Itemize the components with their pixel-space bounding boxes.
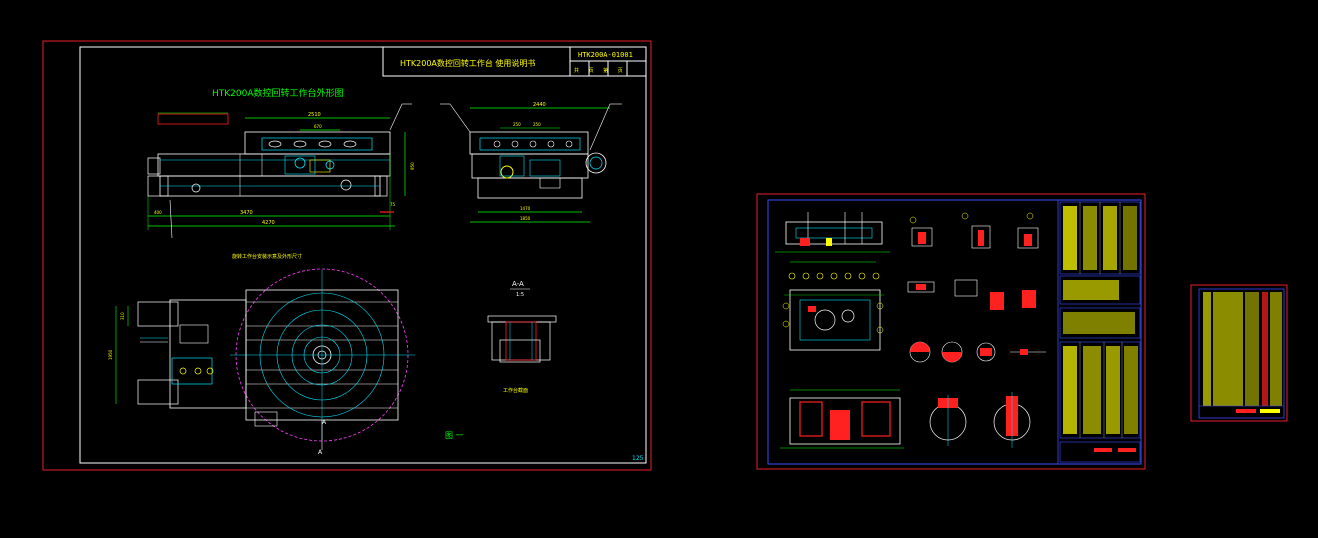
dim-side-b: 250 (533, 122, 541, 127)
sheet-3 (1190, 284, 1288, 422)
dim-vertical: 950 (410, 162, 415, 170)
parts-table-sheet-2 (1059, 201, 1141, 463)
sheet-2 (756, 193, 1146, 470)
assembly-view-2 (782, 289, 884, 351)
section-a-a-view: A-A 1:5 工作台截面 (487, 280, 557, 394)
detail-views-lower (780, 389, 1031, 449)
sheet-1-inner-frame (79, 46, 647, 464)
dim-plan-small: 310 (120, 312, 125, 320)
figure-label: 图 一 (445, 431, 464, 440)
assembly-view-1 (775, 212, 890, 280)
sheet-1: HTK200A数控回转工作台 使用说明书 HTK200A-01001 共 页 第… (42, 40, 652, 471)
plan-view: 1950 310 A A (108, 268, 415, 456)
dim-plan-vertical: 1950 (108, 349, 113, 360)
detail-views-upper (907, 212, 1046, 363)
sheet-3-outer-frame (1190, 284, 1288, 422)
section-scale: 1:5 (516, 292, 524, 298)
dim-side-top: 2440 (533, 102, 546, 108)
dim-side-bottom-b: 1850 (520, 216, 531, 221)
parts-list-sheet-3 (1199, 292, 1284, 413)
plan-caption: 旋转工作台安装示意及外形尺寸 (232, 253, 302, 260)
section-label: A-A (512, 280, 524, 288)
dim-bottom-right: 75 (390, 202, 396, 207)
dim-bottom-left: 400 (154, 210, 162, 215)
title-block-code: HTK200A-01001 (578, 51, 633, 59)
sheet-1-outer-frame (42, 40, 652, 471)
dim-top-inner: 670 (314, 124, 322, 129)
cut-label-top: A (322, 419, 327, 426)
title-block: HTK200A数控回转工作台 使用说明书 HTK200A-01001 共 页 第… (382, 46, 647, 77)
sheet-3-inner-frame (1198, 288, 1285, 419)
title-block-title: HTK200A数控回转工作台 使用说明书 (400, 58, 535, 68)
dim-side-a: 250 (513, 122, 521, 127)
sheet-2-outer-frame (756, 193, 1146, 470)
section-caption: 工作台截面 (503, 387, 528, 394)
dim-bottom-a: 3470 (240, 210, 253, 216)
sheet-2-inner-frame (767, 199, 1142, 465)
drawing-title: HTK200A数控回转工作台外形图 (212, 87, 344, 99)
dim-top-main: 2510 (308, 112, 321, 118)
side-elevation-view: 2440 250 250 1470 1850 (440, 102, 622, 223)
sheet-number: 125 (632, 455, 644, 462)
dim-bottom-b: 4270 (262, 220, 275, 226)
title-block-sub: 共 页 第 页 (574, 67, 627, 74)
dim-side-bottom-a: 1470 (520, 206, 531, 211)
cut-label-bottom: A (318, 449, 323, 456)
front-elevation-view: 2510 670 (147, 103, 415, 239)
